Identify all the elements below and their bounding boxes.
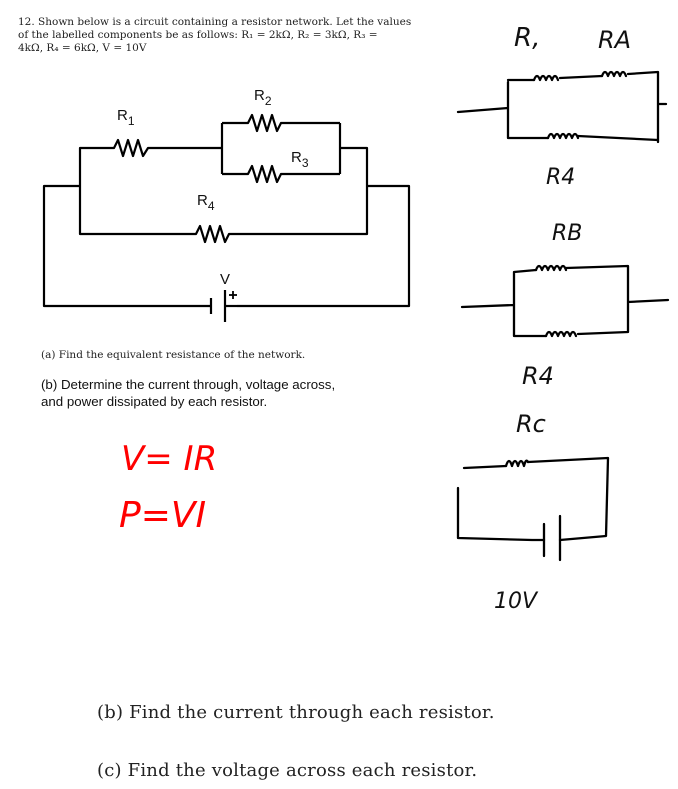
question-b: (b) Determine the current through, volta… [41,376,335,410]
sketch3-wires [456,456,610,542]
hw-label-r4-top: R4 [546,165,575,190]
sketch1-resistor-r1 [532,74,560,82]
sketch3-resistor-rc [504,459,530,468]
question-b-line-1: (b) Determine the current through, volta… [41,377,336,392]
problem-line-1: 12. Shown below is a circuit containing … [18,16,412,28]
hw-label-r4-mid: R4 [522,362,554,390]
circuit-wire-upper-right [340,146,369,186]
sketch2-resistor-r4 [544,330,578,338]
hw-label-ra: RA [598,26,631,54]
circuit-wire-right [237,184,411,308]
circuit-wire-upper-left [78,146,104,186]
sketch1-resistor-ra [600,70,628,78]
question-a: (a) Find the equivalent resistance of th… [41,349,306,361]
resistor-r3 [222,164,340,184]
question-c-voltage: (c) Find the voltage across each resisto… [97,760,478,781]
circuit-wire-lower-left [78,186,186,236]
label-v: V [220,271,230,288]
hw-label-rb: RB [552,221,582,246]
resistor-r2 [222,113,340,133]
resistor-r1 [104,138,158,158]
formula-power-law: P=VI [119,495,206,536]
resistor-r4 [186,224,239,244]
sketch1-resistor-r4 [546,132,580,140]
label-r1: R1 [117,107,135,128]
problem-line-2: of the labelled components be as follows… [18,29,378,41]
hw-label-r1: R, [514,23,540,53]
label-r3: R3 [291,149,309,170]
hw-label-voltage: 10V [494,589,539,614]
circuit-wire-lower-right [239,186,369,236]
label-r4: R4 [197,192,215,213]
formula-ohms-law: V= IR [121,439,217,479]
question-b-current: (b) Find the current through each resist… [97,702,495,723]
problem-statement: 12. Shown below is a circuit containing … [18,16,458,55]
question-b-line-2: and power dissipated by each resistor. [41,394,268,409]
sketch3-battery [542,514,562,562]
sketch2-resistor-rb [534,264,568,272]
problem-line-3: 4kΩ, R₄ = 6kΩ, V = 10V [18,42,147,54]
circuit-diagram: R1 R2 R3 R4 V [42,87,411,322]
circuit-wire-left [42,184,211,308]
sketch2-wires [460,264,670,338]
hw-label-rc: Rc [516,410,546,438]
label-r2: R2 [254,87,272,108]
sketch1-wires [456,70,668,144]
